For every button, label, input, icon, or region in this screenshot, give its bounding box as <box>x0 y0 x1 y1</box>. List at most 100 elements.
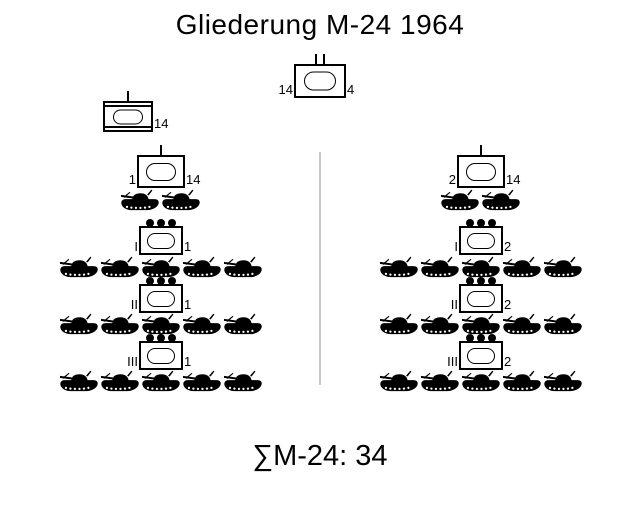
staff-stripe-icon <box>105 126 151 128</box>
tank-icon <box>544 313 582 335</box>
platoon-right-label: 2 <box>504 239 512 254</box>
tank-icon <box>462 256 500 278</box>
platoon-dot-icon <box>168 277 176 285</box>
platoon-2-2-symbol: II 2 <box>451 277 511 313</box>
staff-company-right-label: 14 <box>154 116 169 131</box>
tank-row <box>60 313 262 335</box>
platoon-dot-icon <box>157 219 165 227</box>
tank-row <box>380 256 582 278</box>
armor-oval-icon <box>304 71 336 91</box>
platoon-box: III 1 <box>127 334 191 370</box>
battalion-box: 14 4 <box>279 54 354 98</box>
armor-oval-icon <box>113 109 143 124</box>
platoon-dot-icon <box>157 334 165 342</box>
company-echelon-tick-icon <box>160 145 162 155</box>
company-echelon-tick-icon <box>127 91 129 101</box>
tank-icon <box>142 370 180 392</box>
tank-row <box>441 189 520 211</box>
platoon-2-3-symbol: III 2 <box>447 334 511 370</box>
armor-oval-icon <box>467 232 495 249</box>
platoon-right-label: 2 <box>504 297 512 312</box>
tank-icon <box>503 313 541 335</box>
armor-oval-icon <box>147 232 175 249</box>
tank-icon <box>421 313 459 335</box>
company-2-box: 2 14 <box>449 145 520 188</box>
tank-icon <box>503 256 541 278</box>
tank-icon <box>121 189 159 211</box>
tank-row <box>60 370 262 392</box>
platoon-left-label: III <box>127 354 138 369</box>
platoon-left-label: I <box>134 239 138 254</box>
tank-icon <box>60 313 98 335</box>
tank-icon <box>544 370 582 392</box>
tank-icon <box>162 189 200 211</box>
platoon-dot-icon <box>477 219 485 227</box>
platoon-dot-icon <box>477 277 485 285</box>
tank-icon <box>60 256 98 278</box>
platoon-dot-icon <box>146 334 154 342</box>
branch-divider-line <box>319 152 321 385</box>
company-2-symbol: 2 14 <box>449 145 520 188</box>
tank-row <box>121 189 200 211</box>
staff-stripe-icon <box>105 105 151 107</box>
tank-icon <box>224 370 262 392</box>
battalion-symbol: 14 4 <box>279 54 354 98</box>
tank-icon <box>183 256 221 278</box>
battalion-echelon-tick-icon <box>315 54 317 64</box>
tank-icon <box>101 256 139 278</box>
battalion-right-label: 4 <box>347 82 355 97</box>
battalion-echelon-tick-icon <box>323 54 325 64</box>
platoon-dot-icon <box>466 277 474 285</box>
battalion-left-label: 14 <box>278 82 293 97</box>
platoon-2-1-symbol: I 2 <box>454 219 511 255</box>
company-1-box: 1 14 <box>129 145 200 188</box>
tank-icon <box>142 313 180 335</box>
platoon-left-label: I <box>454 239 458 254</box>
tank-icon <box>101 313 139 335</box>
platoon-right-label: 2 <box>504 354 512 369</box>
tank-icon <box>462 313 500 335</box>
tank-row <box>60 256 262 278</box>
platoon-left-label: II <box>130 297 138 312</box>
company-1-symbol: 1 14 <box>129 145 200 188</box>
tank-icon <box>380 370 418 392</box>
platoon-dot-icon <box>168 219 176 227</box>
tank-icon <box>380 313 418 335</box>
company-1-left-label: 1 <box>128 172 136 187</box>
armor-oval-icon <box>467 347 495 364</box>
tank-icon <box>421 370 459 392</box>
company-2-right-label: 14 <box>506 172 521 187</box>
platoon-dot-icon <box>477 334 485 342</box>
tank-icon <box>421 256 459 278</box>
chart-title: Gliederung M-24 1964 <box>175 9 465 40</box>
tank-row <box>380 370 582 392</box>
tank-row <box>380 313 582 335</box>
platoon-dot-icon <box>157 277 165 285</box>
platoon-dot-icon <box>488 277 496 285</box>
platoon-dot-icon <box>466 219 474 227</box>
platoon-right-label: 1 <box>184 297 192 312</box>
platoon-dot-icon <box>488 334 496 342</box>
armor-oval-icon <box>147 290 175 307</box>
platoon-dot-icon <box>488 219 496 227</box>
platoon-1-3-symbol: III 1 <box>127 334 191 370</box>
platoon-left-label: II <box>450 297 458 312</box>
platoon-box: I 1 <box>134 219 191 255</box>
platoon-dot-icon <box>146 219 154 227</box>
tank-icon <box>183 370 221 392</box>
tank-icon <box>462 370 500 392</box>
platoon-1-2-symbol: II 1 <box>131 277 191 313</box>
platoon-dot-icon <box>146 277 154 285</box>
tank-icon <box>101 370 139 392</box>
tank-icon <box>544 256 582 278</box>
tank-icon <box>183 313 221 335</box>
tank-icon <box>503 370 541 392</box>
platoon-left-label: III <box>447 354 458 369</box>
platoon-box: II 2 <box>451 277 511 313</box>
staff-company-box: 14 <box>103 91 168 132</box>
armor-oval-icon <box>466 162 496 181</box>
tank-icon <box>60 370 98 392</box>
company-2-left-label: 2 <box>448 172 456 187</box>
tank-icon <box>482 189 520 211</box>
